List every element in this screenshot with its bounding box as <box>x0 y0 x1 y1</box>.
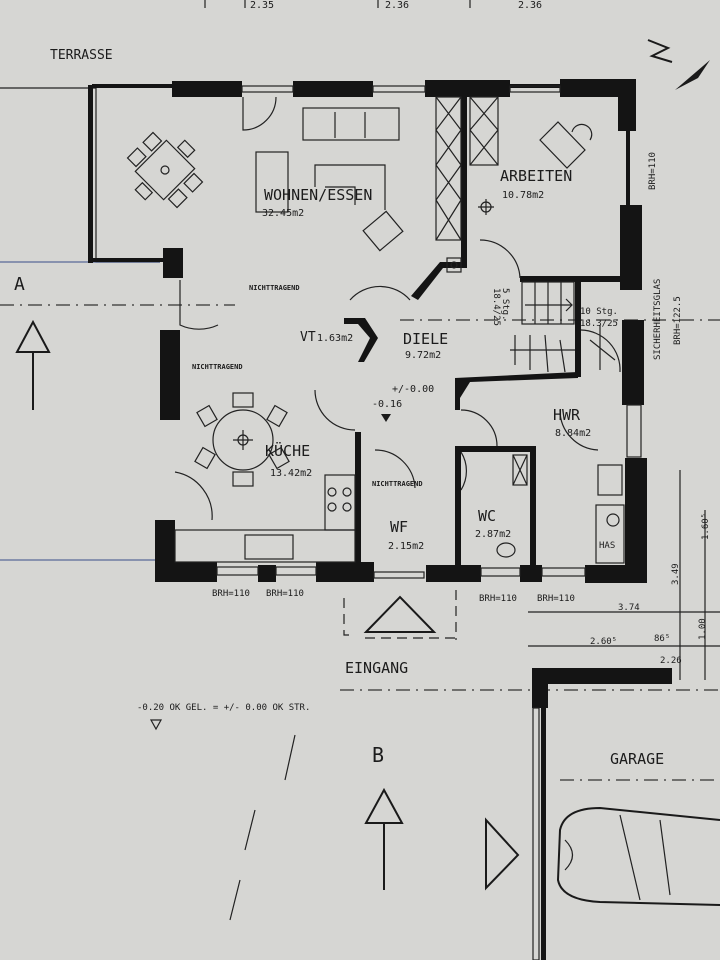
dimension-top-2: 2.36 <box>385 0 409 11</box>
dimension-374: 3.74 <box>618 603 640 613</box>
room-wohnen-essen: WOHNEN/ESSEN 32.45m2 <box>262 186 372 219</box>
dining-table-living <box>126 131 204 209</box>
room-name: HWR <box>553 406 581 424</box>
stairs-long-count: 10 Stg. <box>580 307 618 317</box>
windows <box>216 85 642 579</box>
room-name: VT <box>300 330 316 345</box>
level-zero: +/-0.00 <box>392 384 434 395</box>
room-vt: VT 1.63m2 <box>300 330 353 345</box>
brh-110-bottom-1: BRH=110 <box>212 589 250 599</box>
dimension-226: 2.26 <box>660 656 682 666</box>
room-area: 2.87m2 <box>475 529 511 540</box>
dimension-top-3: 2.36 <box>518 0 542 11</box>
room-area: 10.78m2 <box>502 190 544 201</box>
brh-110-bottom-4: BRH=110 <box>537 594 575 604</box>
room-area: 32.45m2 <box>262 208 304 219</box>
stairs-long-ratio: 18.3/25 <box>580 319 618 329</box>
garage: GARAGE <box>532 668 720 960</box>
furniture <box>126 107 625 564</box>
section-marker-b: B <box>364 743 520 891</box>
garage-label: GARAGE <box>610 750 664 768</box>
room-area: 9.72m2 <box>405 350 441 361</box>
dimension-86: 86⁵ <box>654 634 670 644</box>
dimension-100: 1.00 <box>698 618 708 640</box>
top-dimension-line: 2.35 2.36 2.36 <box>204 0 542 11</box>
section-marker-a: A <box>14 274 51 410</box>
room-wf: WF 2.15m2 <box>388 518 424 552</box>
room-name: ARBEITEN <box>500 167 572 185</box>
dimension-160: 1.60⁵ <box>701 513 711 540</box>
stairs-short-count: 5 Stg. <box>500 288 510 321</box>
room-area: 13.42m2 <box>270 468 312 479</box>
sicherheitsglas-label: SICHERHEITSGLAS <box>653 279 663 360</box>
nichttragend-label-3: NICHTTRAGEND <box>372 480 423 488</box>
dimension-top-1: 2.35 <box>250 0 274 11</box>
entrance-label: EINGANG <box>345 659 408 677</box>
dimension-349: 3.49 <box>671 563 681 585</box>
room-name: WF <box>390 518 408 536</box>
room-diele: DIELE 9.72m2 <box>403 330 448 361</box>
entrance: EINGANG <box>343 590 457 677</box>
brh-110-bottom-2: BRH=110 <box>266 589 304 599</box>
has-label: HAS <box>599 541 615 551</box>
terrace-label: TERRASSE <box>50 48 113 63</box>
car-icon <box>556 806 720 906</box>
level-diele: -0.16 <box>372 399 402 410</box>
level-triangle-icon <box>149 719 163 731</box>
room-area: 1.63m2 <box>317 333 353 344</box>
nichttragend-label-2: NICHTTRAGEND <box>192 363 243 371</box>
dimension-260: 2.60⁵ <box>590 637 617 647</box>
room-name: KÜCHE <box>265 441 310 460</box>
room-name: DIELE <box>403 330 448 348</box>
section-a-label: A <box>14 274 25 295</box>
room-area: 2.15m2 <box>388 541 424 552</box>
room-name: WOHNEN/ESSEN <box>264 186 372 204</box>
staircase <box>510 281 621 373</box>
room-hwr: HWR 8.84m2 <box>553 406 591 439</box>
brh-110-bottom-3: BRH=110 <box>479 594 517 604</box>
nichttragend-label-1: NICHTTRAGEND <box>249 284 300 292</box>
room-arbeiten: ARBEITEN 10.78m2 <box>500 167 572 201</box>
level-marker-icon <box>381 414 391 422</box>
section-b-label: B <box>372 743 384 767</box>
room-name: WC <box>478 507 496 525</box>
room-wc: WC 2.87m2 <box>475 507 511 540</box>
level-note: -0.20 OK GEL. = +/- 0.00 OK STR. <box>137 703 310 713</box>
brh-122-label: BRH=122.5 <box>673 296 683 345</box>
stairs-short-ratio: 18.4/25 <box>491 288 501 326</box>
brh-110-right: BRH=110 <box>648 152 658 190</box>
room-area: 8.84m2 <box>555 428 591 439</box>
north-arrow <box>647 39 710 90</box>
dimension-lines: 3.74 2.60⁵ 2.26 86⁵ 3.49 1.60⁵ 1.00 <box>528 470 720 680</box>
walls <box>88 79 647 583</box>
room-kueche: KÜCHE 13.42m2 <box>265 441 312 479</box>
storage-shelves <box>435 96 499 273</box>
door-swings <box>174 96 599 521</box>
